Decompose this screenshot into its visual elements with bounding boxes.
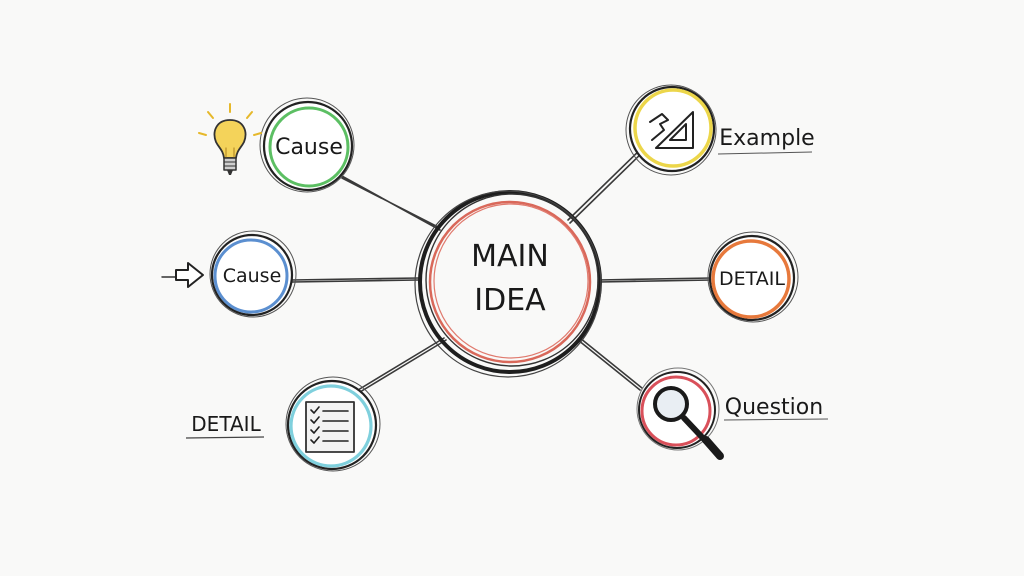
main-idea-node[interactable]: MAIN IDEA	[414, 190, 602, 378]
cause-top-node[interactable]: Cause	[259, 97, 355, 193]
detail-right-label: DETAIL	[719, 268, 785, 290]
lightbulb-icon	[198, 103, 262, 175]
example-node[interactable]	[625, 84, 717, 176]
ruler-triangle-icon	[649, 111, 694, 149]
connector-cause-top	[339, 174, 441, 231]
magnifier-icon	[653, 386, 724, 460]
connector-cause-mid	[291, 277, 421, 283]
detail-bottom-left-node[interactable]	[285, 376, 381, 472]
cause-mid-label: Cause	[223, 265, 282, 287]
connectors	[291, 144, 713, 393]
arrow-right-icon	[161, 262, 204, 288]
checklist-icon	[305, 401, 355, 453]
cause-top-label: Cause	[275, 135, 343, 160]
detail-bottom-left-label: DETAIL	[191, 412, 261, 436]
detail-right-node[interactable]: DETAIL	[707, 231, 799, 323]
main-idea-line1: MAIN	[471, 239, 549, 274]
cause-mid-node[interactable]: Cause	[209, 230, 297, 318]
question-underline	[723, 418, 829, 421]
connector-detail-right	[597, 277, 713, 283]
question-label: Question	[725, 395, 823, 420]
connector-question	[577, 337, 643, 391]
connector-detail-bottom-left	[357, 337, 447, 393]
example-underline	[717, 151, 813, 155]
main-idea-line2: IDEA	[474, 283, 546, 318]
connector-example	[567, 144, 648, 224]
detail-bottom-left-underline	[185, 436, 265, 439]
question-node[interactable]	[636, 367, 724, 460]
example-label: Example	[719, 126, 814, 151]
